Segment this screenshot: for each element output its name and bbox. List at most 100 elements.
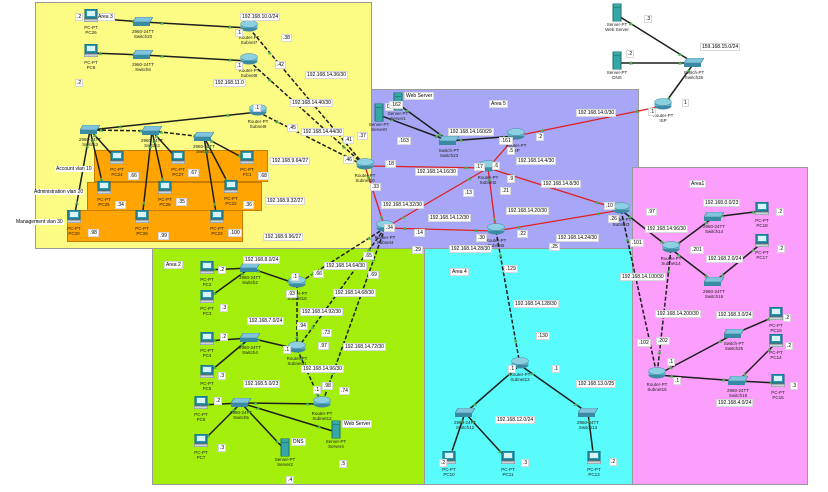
device-pc28[interactable]	[157, 180, 173, 199]
ip-address-label: .68	[258, 172, 269, 180]
pc-icon	[193, 395, 209, 413]
device-label: Router-PT ISP	[505, 143, 527, 153]
port-status-icon	[367, 236, 372, 240]
device-switch6[interactable]	[132, 46, 154, 64]
port-status-icon	[678, 61, 683, 65]
network-address-label: 192.168.3.0/24	[716, 311, 754, 319]
device-subnet7[interactable]	[240, 19, 258, 37]
port-status-icon	[720, 272, 725, 277]
port-status-icon	[212, 291, 217, 295]
link-subnet8-subnet10[interactable]	[248, 60, 366, 167]
pc-icon	[199, 331, 215, 349]
device-pc27[interactable]	[170, 150, 186, 169]
device-switch_a[interactable]	[79, 121, 101, 139]
pc-icon	[109, 150, 125, 168]
device-subnet14[interactable]	[662, 240, 680, 258]
port-status-icon	[316, 424, 321, 429]
pc-icon	[770, 373, 786, 391]
link-subnet4-subnet12[interactable]	[321, 227, 386, 405]
port-status-icon	[256, 406, 261, 410]
device-switch26[interactable]	[683, 54, 705, 72]
device-pc13[interactable]	[586, 450, 602, 469]
ip-address-label: .100	[228, 229, 242, 237]
device-switch13[interactable]	[577, 404, 599, 422]
device-switch_c[interactable]	[193, 128, 215, 146]
device-switch19[interactable]	[727, 372, 749, 390]
ip-address-label: .33	[370, 183, 381, 191]
device-switch4[interactable]	[239, 329, 261, 347]
ip-address-label: .66	[313, 270, 324, 278]
device-pc5[interactable]	[199, 364, 215, 383]
link-switch6-subnet8[interactable]	[142, 54, 250, 62]
link-subnet5-subnet3[interactable]	[495, 209, 622, 232]
device-switch5[interactable]	[230, 394, 252, 412]
link-switch20-subnet7[interactable]	[142, 21, 250, 29]
link-subnet15-switch19[interactable]	[656, 374, 739, 382]
device-label: Server-PT Server0	[368, 122, 390, 132]
device-switch_b[interactable]	[141, 122, 163, 140]
device-server4[interactable]	[331, 420, 341, 444]
link-subnet4-subnet11[interactable]	[296, 227, 386, 350]
device-switch16[interactable]	[703, 273, 725, 291]
link-subnet7-subnet10[interactable]	[248, 27, 366, 167]
device-subnet8[interactable]	[240, 52, 258, 70]
device-label: 2960-24TT Switch6	[131, 62, 155, 72]
device-switch12[interactable]	[454, 404, 476, 422]
network-address-label: 192.168.4.0/24	[716, 399, 754, 407]
device-subnet3[interactable]	[612, 201, 630, 219]
device-isp[interactable]	[654, 97, 672, 115]
link-switch5-subnet12[interactable]	[240, 402, 323, 405]
ip-address-label: .3	[790, 382, 799, 390]
network-address-label: 192.168.14.36/30	[305, 71, 348, 79]
device-label: 2960-24TT Switch13	[576, 420, 600, 430]
device-label: Router-PT Subnet5	[485, 238, 507, 248]
pc-icon	[66, 209, 82, 227]
ip-address-label: .129	[504, 265, 518, 273]
device-dns_isp[interactable]	[612, 51, 622, 75]
device-label: 2960-24TT Switch16	[702, 289, 726, 299]
ip-address-label: .2	[777, 245, 786, 253]
device-subnet10[interactable]	[356, 157, 374, 175]
device-pc18[interactable]	[754, 201, 770, 220]
device-subnet12[interactable]	[313, 395, 331, 413]
port-status-icon	[470, 419, 475, 423]
device-subnet11[interactable]	[288, 340, 306, 358]
port-status-icon	[513, 338, 518, 343]
device-label: 2960-24TT Switch1	[192, 144, 216, 154]
device-label: PC-PT PC22	[224, 196, 238, 206]
device-subnet15[interactable]	[648, 366, 666, 384]
link-subnet9-switch_a[interactable]	[89, 111, 259, 131]
device-label: Switch-PT Switch25	[723, 341, 745, 351]
ip-address-label: .98	[322, 382, 333, 390]
port-status-icon	[275, 439, 280, 444]
device-server0[interactable]	[374, 103, 384, 127]
device-switch23[interactable]	[438, 132, 460, 150]
ip-address-label: .130	[536, 332, 550, 340]
ip-address-label: .162	[389, 101, 403, 109]
device-label: Router-PT Subnet10	[354, 173, 376, 183]
ip-address-label: .2	[776, 208, 785, 216]
device-pc6[interactable]	[193, 395, 209, 414]
link-subnet4-subnet5[interactable]	[384, 227, 497, 232]
device-label: Router-PT Subnet2	[477, 175, 499, 185]
device-server2[interactable]	[280, 438, 290, 462]
port-status-icon	[98, 51, 103, 55]
ip-address-label: .2	[609, 458, 618, 466]
link-subnet5-subnet13[interactable]	[495, 230, 521, 366]
link-subnet3-subnet15[interactable]	[620, 209, 658, 376]
device-pc7[interactable]	[193, 433, 209, 452]
ip-address-label: .36	[243, 201, 254, 209]
device-switch20[interactable]	[132, 13, 154, 31]
pc-icon	[199, 364, 215, 382]
device-switch14[interactable]	[703, 208, 725, 226]
port-status-icon	[85, 144, 90, 148]
network-address-label: 192.168.14.32/30	[381, 201, 424, 209]
ip-address-label: .3	[521, 459, 530, 467]
device-switch25[interactable]	[723, 325, 745, 343]
port-status-icon	[721, 377, 726, 382]
device-subnet5[interactable]	[487, 222, 505, 240]
port-status-icon	[118, 124, 123, 129]
device-web_server_isp[interactable]	[612, 3, 622, 27]
link-isp_router-isp[interactable]	[515, 105, 664, 137]
